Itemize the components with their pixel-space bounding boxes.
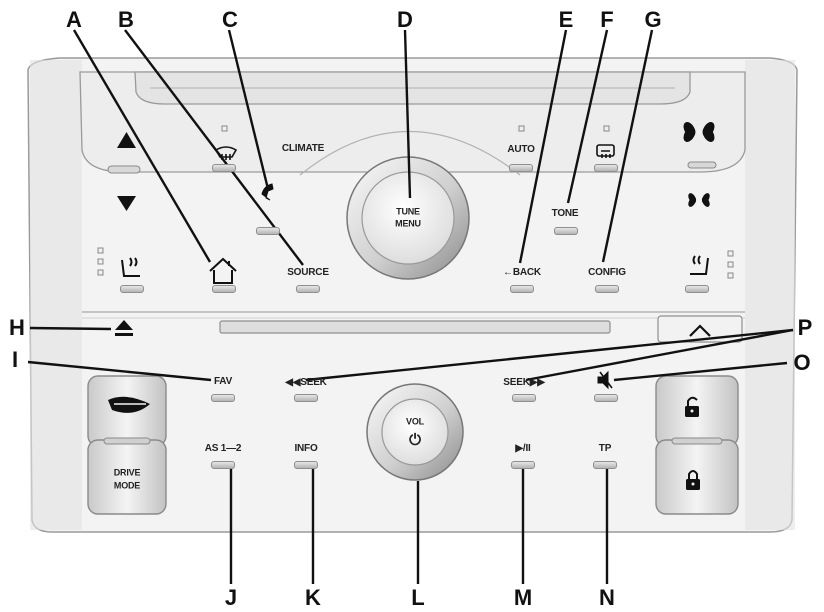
display-open-button[interactable]: [657, 315, 743, 343]
callout-f: F: [600, 7, 614, 32]
fav-button[interactable]: [211, 394, 235, 402]
as12-label: AS 1—2: [204, 443, 242, 454]
seek-forward-label: SEEK▶▶: [503, 377, 545, 388]
callout-j: J: [224, 585, 238, 610]
play-pause-label: ▶/II: [515, 443, 531, 454]
source-label: SOURCE: [287, 267, 329, 278]
tp-button[interactable]: [593, 461, 617, 469]
tone-button[interactable]: [554, 227, 578, 235]
rear-defrost-button[interactable]: [594, 164, 618, 172]
heated-seat-right-button[interactable]: [685, 285, 709, 293]
info-button[interactable]: [294, 461, 318, 469]
callout-p: P: [797, 315, 813, 340]
info-label: INFO: [294, 443, 318, 454]
tone-label: TONE: [551, 208, 579, 219]
config-label: CONFIG: [588, 267, 626, 278]
heated-seat-left-button[interactable]: [120, 285, 144, 293]
callout-n: N: [599, 585, 615, 610]
back-button[interactable]: [510, 285, 534, 293]
climate-label: CLIMATE: [281, 143, 325, 154]
vol-label: VOL: [406, 416, 424, 427]
callout-leader-lines: [27, 29, 794, 584]
rear-defrost-icon[interactable]: [596, 144, 615, 158]
callout-d: D: [397, 7, 413, 32]
eco-leaf-icon: [108, 396, 150, 413]
tune-label: TUNE: [396, 206, 420, 217]
callout-l: L: [411, 585, 425, 610]
climate-button[interactable]: [256, 227, 280, 235]
callout-e: E: [558, 7, 574, 32]
heated-seat-right-icon[interactable]: [690, 255, 709, 275]
callout-g: G: [644, 7, 662, 32]
seek-forward-button[interactable]: [512, 394, 536, 402]
temp-up-arrow-icon[interactable]: [117, 132, 136, 148]
callout-k: K: [305, 585, 321, 610]
temp-down-arrow-icon[interactable]: [117, 196, 136, 211]
mode-label: MODE: [113, 480, 141, 491]
seek-back-button[interactable]: [294, 394, 318, 402]
mute-button[interactable]: [594, 394, 618, 402]
tp-label: TP: [598, 443, 612, 454]
drive-label: DRIVE: [113, 467, 141, 478]
as12-button[interactable]: [211, 461, 235, 469]
front-defrost-button[interactable]: [212, 164, 236, 172]
home-icon[interactable]: [209, 257, 237, 284]
mute-icon[interactable]: [597, 370, 613, 390]
callout-o: O: [793, 350, 811, 375]
lock-icon: [686, 470, 700, 490]
config-button[interactable]: [595, 285, 619, 293]
menu-label: MENU: [395, 218, 421, 229]
fav-label: FAV: [213, 376, 233, 387]
callout-a: A: [66, 7, 82, 32]
auto-button[interactable]: [509, 164, 533, 172]
power-icon: ⏻: [409, 431, 421, 449]
callout-m: M: [513, 585, 533, 610]
play-pause-button[interactable]: [511, 461, 535, 469]
heated-seat-left-icon[interactable]: [121, 257, 140, 277]
unlock-icon: [685, 396, 699, 417]
home-button[interactable]: [212, 285, 236, 293]
callout-c: C: [222, 7, 238, 32]
callout-b: B: [118, 7, 134, 32]
fan-high-icon[interactable]: [681, 120, 717, 144]
back-label: ←BACK: [503, 267, 541, 278]
callout-i: I: [11, 347, 19, 372]
source-button[interactable]: [296, 285, 320, 293]
eject-icon[interactable]: [115, 320, 133, 336]
fan-low-icon[interactable]: [687, 192, 712, 208]
auto-label: AUTO: [507, 144, 535, 155]
seek-back-label: ◀◀SEEK: [285, 377, 327, 388]
callout-h: H: [9, 315, 25, 340]
cd-slot[interactable]: [219, 320, 611, 334]
phone-icon[interactable]: [261, 183, 274, 201]
